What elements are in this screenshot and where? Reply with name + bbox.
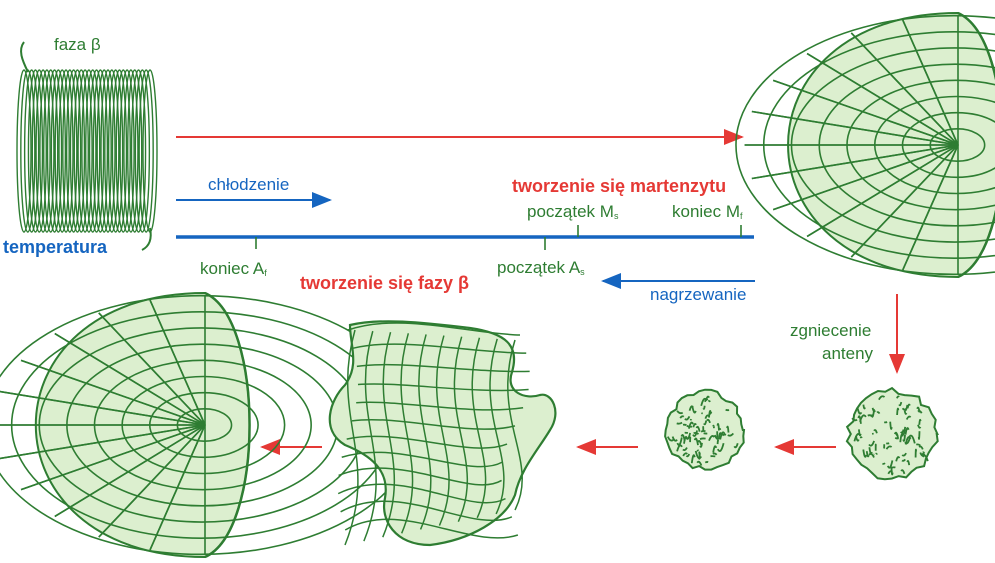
poczatek-ms-label: początek Ms bbox=[527, 203, 618, 221]
tworzenie-fazy-beta-label: tworzenie się fazy β bbox=[300, 274, 469, 292]
koniec-af-label: koniec Af bbox=[200, 260, 267, 278]
tworzenie-martenzytu-label: tworzenie się martenzytu bbox=[512, 177, 726, 195]
dish-antenna-top-right bbox=[736, 13, 995, 277]
chlodzenie-label: chłodzenie bbox=[208, 176, 289, 193]
koniec-af-sub: f bbox=[264, 268, 267, 278]
crumpled-antenna-left bbox=[665, 390, 744, 470]
poczatek-as-text: początek A bbox=[497, 258, 580, 277]
koniec-mf-text: koniec M bbox=[672, 202, 740, 221]
nagrzewanie-label: nagrzewanie bbox=[650, 286, 746, 303]
zgniecenie-label-line1: zgniecenie bbox=[790, 322, 871, 339]
poczatek-as-label: początek As bbox=[497, 259, 585, 277]
zgniecenie-label-line2: anteny bbox=[822, 345, 873, 362]
temperatura-label: temperatura bbox=[3, 238, 107, 256]
poczatek-ms-text: początek M bbox=[527, 202, 614, 221]
reforming-antenna bbox=[330, 321, 556, 545]
poczatek-ms-sub: s bbox=[614, 211, 619, 221]
wire-coil bbox=[17, 42, 157, 250]
poczatek-as-sub: s bbox=[580, 267, 585, 277]
crumpled-antenna-right bbox=[847, 388, 938, 479]
koniec-af-text: koniec A bbox=[200, 259, 264, 278]
koniec-mf-label: koniec Mf bbox=[672, 203, 743, 221]
faza-beta-label: faza β bbox=[54, 36, 101, 53]
koniec-mf-sub: f bbox=[740, 211, 743, 221]
